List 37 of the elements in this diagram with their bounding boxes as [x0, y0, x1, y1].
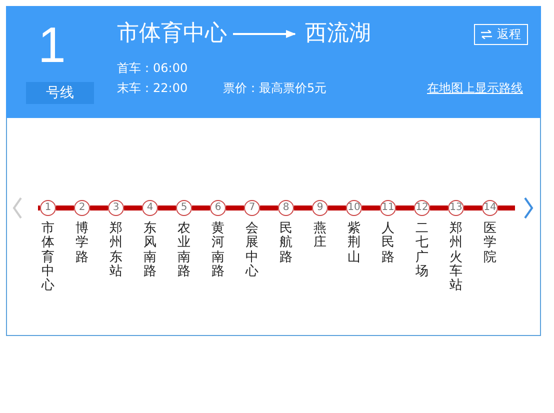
- route-line-segment: [294, 206, 312, 210]
- station-name: 紫荆山: [348, 222, 360, 265]
- station-name: 农业南路: [178, 222, 190, 280]
- route-line-segment: [430, 206, 448, 210]
- terminal-station-title: 西流湖: [305, 21, 371, 47]
- route-line-segment: [396, 206, 414, 210]
- return-trip-button: 返程: [474, 24, 528, 45]
- route-line-segment: [56, 206, 74, 210]
- last-bus-time: 末车：22:00: [117, 80, 188, 97]
- station-name: 东风南路: [144, 222, 156, 280]
- route-line-segment: [362, 206, 380, 210]
- route-line-segment: [158, 206, 176, 210]
- direction-arrow-connector: [233, 30, 296, 38]
- route-line-segment: [328, 206, 346, 210]
- terminal-station-title: 市体育中心: [117, 21, 227, 47]
- station-name: 黄河南路: [212, 222, 224, 280]
- station-name: 博学路: [76, 222, 88, 265]
- route-line-segment: [226, 206, 244, 210]
- station-name: 市体育中心: [42, 222, 54, 294]
- route-line-segment: [464, 206, 482, 210]
- route-line-segment: [260, 206, 278, 210]
- line-number: 1: [38, 20, 66, 70]
- station-name: 郑州东站: [110, 222, 122, 280]
- station-name: 民航路: [280, 222, 292, 265]
- station-name: 医学院: [484, 222, 496, 265]
- station-name: 郑州火车站: [450, 222, 462, 294]
- station-name: 会展中心: [246, 222, 258, 280]
- route-line-segment: [192, 206, 210, 210]
- route-line-segment: [90, 206, 108, 210]
- station-name: 燕庄: [314, 222, 326, 251]
- show-route-on-map-link: 在地图上显示路线: [427, 80, 523, 97]
- first-bus-time: 首车：06:00: [117, 60, 188, 77]
- station-name: 人民路: [382, 222, 394, 265]
- route-line-segment: [124, 206, 142, 210]
- fare-info: 票价：最高票价5元: [223, 80, 327, 97]
- line-suffix: 号线: [26, 82, 94, 104]
- station-name: 二七广场: [416, 222, 428, 280]
